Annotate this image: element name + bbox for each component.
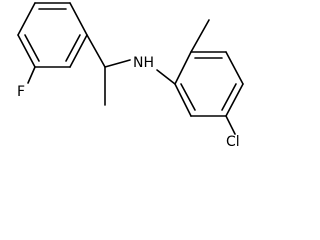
bond-ring-to-fluorine [27,66,36,84]
bond [69,34,88,68]
bond-to-nitrogen [104,59,131,68]
double-bond [24,34,40,62]
chloromethylphenyl-ring [174,51,244,117]
molecule-structure: F NH Cl [17,2,244,150]
fluorine-label: F [17,84,25,100]
bond [69,2,88,36]
bond [225,83,244,117]
chlorine-label: Cl [226,134,240,150]
bond [174,51,192,85]
bond [17,2,36,36]
bond-ring-to-chiral-carbon [86,34,106,68]
amine-label: NH [133,55,154,71]
bond-to-methyl [190,19,210,53]
double-bond [65,34,81,62]
fluorophenyl-ring [17,2,88,68]
bond [225,51,244,85]
bond [174,83,192,117]
bond [17,34,36,68]
double-bond [221,83,237,111]
double-bond [180,83,196,111]
bond-ring-to-chlorine [225,115,236,135]
bond-nitrogen-to-ring [156,69,176,85]
